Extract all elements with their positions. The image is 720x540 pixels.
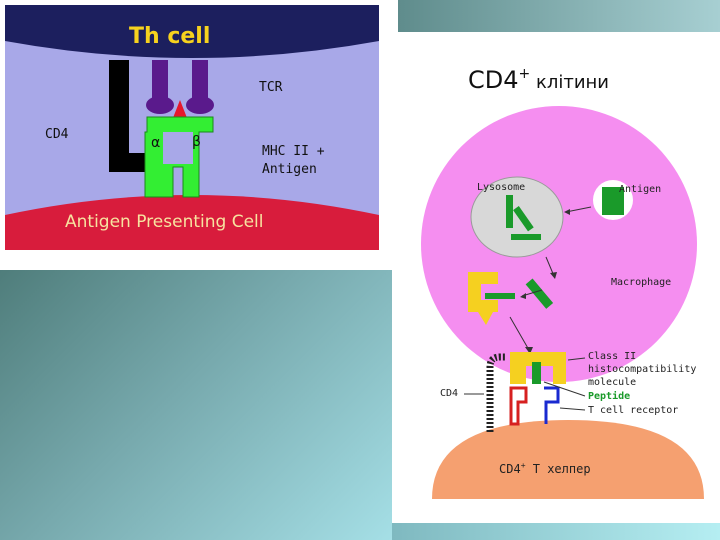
arrow-head <box>520 293 526 299</box>
mhc-label-line1: MHC II + <box>262 144 325 159</box>
tcr-alpha-chain <box>509 386 528 426</box>
class-ii-endosome <box>468 272 498 312</box>
class2-label-line2: histocompatibility <box>588 364 696 375</box>
th-cell-label: Th cell <box>129 24 210 49</box>
tcr-pointer <box>559 407 586 411</box>
tcr-beta-head <box>186 96 214 114</box>
th-cell-shape <box>5 5 379 58</box>
bottom-right-gradient-strip <box>392 523 720 540</box>
cd4-molecule <box>486 353 506 432</box>
endosome-peptide <box>485 293 515 299</box>
tcr-alpha-stalk <box>152 60 168 105</box>
peptide-pointer <box>543 381 586 397</box>
tcr-alpha-head <box>146 96 174 114</box>
beta-label: β <box>192 134 201 150</box>
tcr-beta-stalk <box>192 60 208 105</box>
apc-shape <box>5 195 379 250</box>
alpha-label: α <box>151 135 160 151</box>
class-ii-surface <box>510 352 566 384</box>
t-helper-label: CD4+ Т хелпер <box>499 461 591 476</box>
cd4-molecule <box>109 60 152 172</box>
arrow-head <box>564 209 570 215</box>
th-cell-apc-diagram: Th cell Antigen Presenting Cell CD4 TCR … <box>5 5 379 250</box>
surface-peptide <box>532 362 541 384</box>
arrow-head <box>525 347 533 354</box>
t-helper-cell <box>432 420 704 499</box>
peptide-fragment <box>525 278 554 309</box>
arrow-to-surface <box>509 316 530 351</box>
arrow-head <box>550 272 557 279</box>
peptide-label: Peptide <box>588 390 630 402</box>
class2-pointer <box>567 357 586 361</box>
antigen-label: Antigen <box>619 184 661 195</box>
lysosome-fragment <box>511 234 541 240</box>
tcr-label: T cell receptor <box>588 405 678 416</box>
lysosome-fragment <box>506 195 513 228</box>
lysosome-fragment <box>513 206 534 232</box>
macrophage-label: Macrophage <box>611 277 671 288</box>
class-ii-tip <box>478 312 493 325</box>
cd4-cells-diagram: CD4+ клітини CD4+ Т хелпер Lysosome Anti… <box>398 32 720 523</box>
class2-label-line3: molecule <box>588 377 636 388</box>
tcr-beta-chain <box>544 386 560 424</box>
diagram-title: CD4+ клітини <box>468 66 609 94</box>
top-gradient-strip <box>398 0 720 32</box>
macrophage-cell <box>421 106 697 382</box>
apc-label: Antigen Presenting Cell <box>65 212 263 232</box>
bottom-left-gradient-panel <box>0 270 392 540</box>
mhc-ii-groove <box>163 132 193 164</box>
tcr-label: TCR <box>259 80 283 95</box>
mhc-label-line2: Antigen <box>262 162 317 177</box>
lysosome-label: Lysosome <box>477 182 525 193</box>
class2-label-line1: Class II <box>588 351 636 362</box>
arrow-antigen-to-lysosome <box>565 206 592 213</box>
cd4-label: CD4 <box>45 127 69 142</box>
antigen-block <box>602 187 624 215</box>
cd4-label: CD4 <box>440 388 458 399</box>
